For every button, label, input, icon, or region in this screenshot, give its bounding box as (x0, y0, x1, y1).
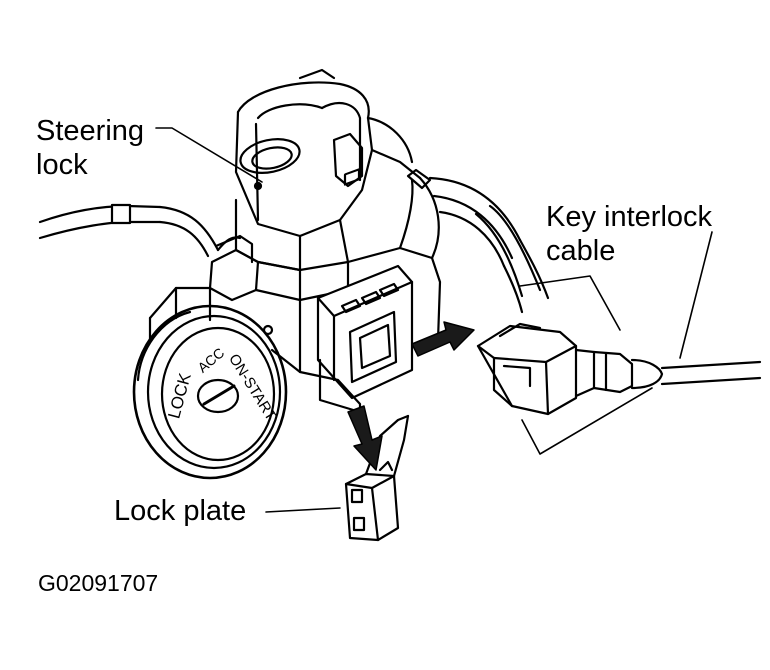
lock-plate (344, 414, 410, 542)
lock-plate-label: Lock plate (114, 495, 247, 527)
lock-plate-leader (265, 507, 341, 513)
switch-housing (148, 168, 442, 414)
arrow-lock-plate-removal (347, 405, 383, 471)
figure-code: G02091707 (38, 570, 159, 596)
steering-lock (234, 68, 422, 272)
key-interlock-cable-label-line2: cable (546, 235, 616, 267)
left-wire-harness (38, 203, 242, 258)
leader-lines (155, 127, 341, 513)
key-interlock-cable-label-line1: Key interlock (546, 201, 713, 233)
steering-lock-label-line2: lock (36, 149, 88, 181)
right-wire-bundle (406, 168, 550, 314)
steering-lock-label-line1: Steering (36, 115, 145, 147)
key-interlock-bracket (519, 231, 713, 455)
steering-lock-leader (155, 127, 263, 183)
key-cylinder: LOCK ACC ON-START (132, 304, 288, 480)
acc-position-label: ACC (194, 344, 227, 375)
arrow-connector-removal (411, 321, 475, 357)
key-interlock-cable-connector (476, 322, 762, 416)
lock-position-label: LOCK (164, 370, 195, 420)
